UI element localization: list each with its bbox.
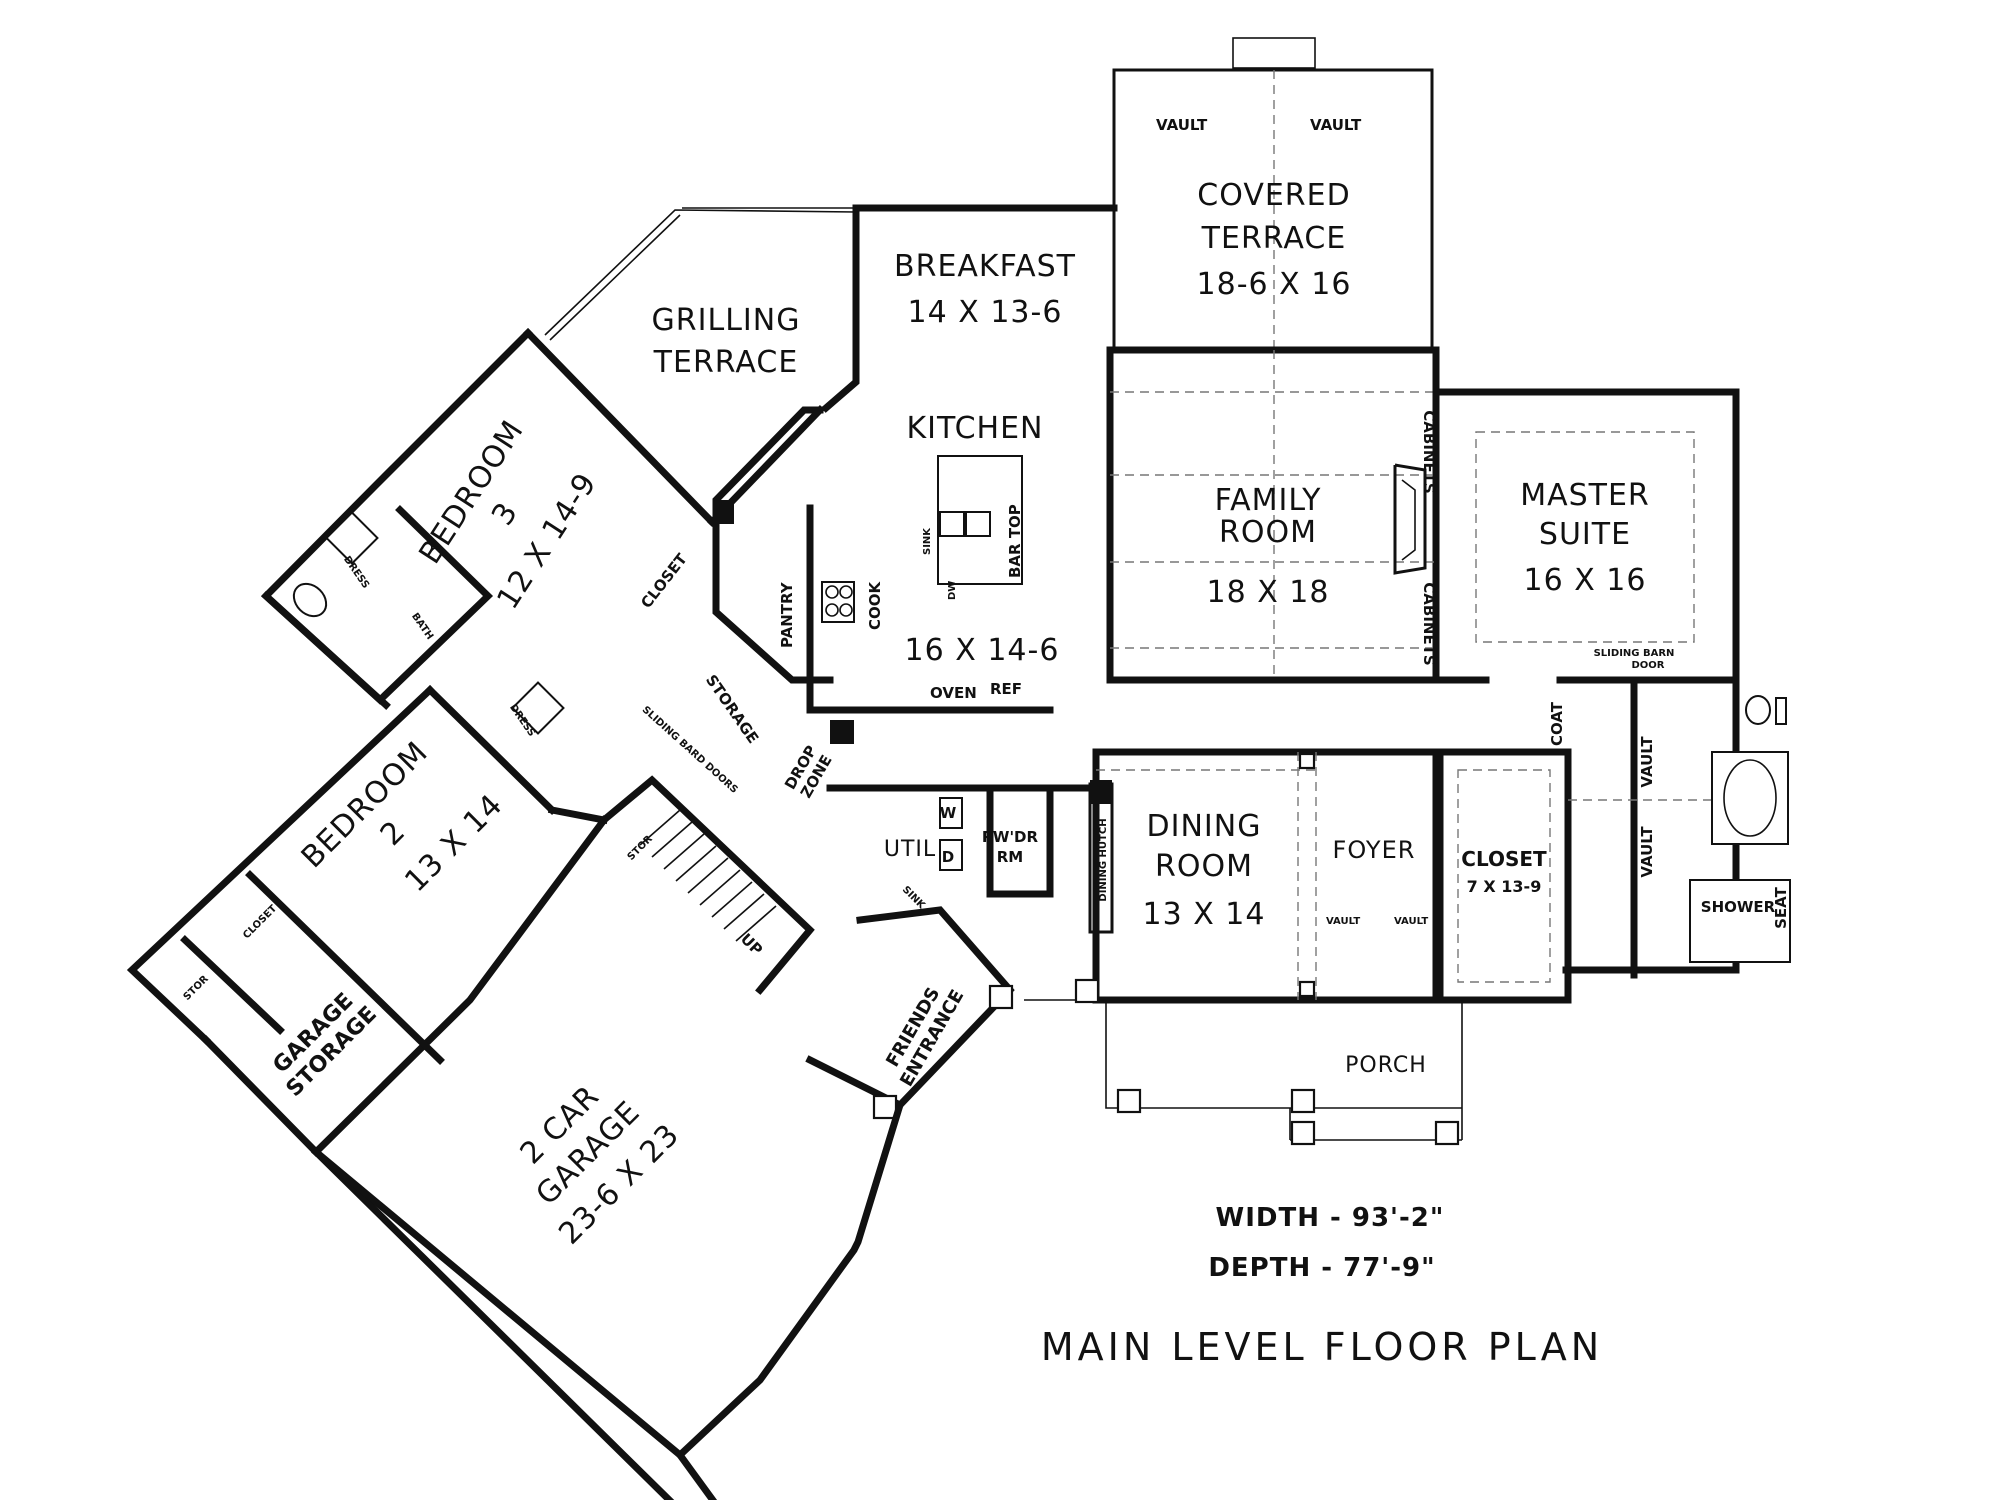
dining-name2: ROOM (1155, 849, 1253, 884)
util-name: UTIL (884, 837, 936, 862)
exterior-walls (126, 37, 1791, 1500)
oven-label: OVEN (930, 684, 977, 702)
breakfast-name: BREAKFAST (894, 249, 1076, 284)
washer-label: W (940, 804, 957, 822)
master-suite-name2: SUITE (1539, 517, 1631, 552)
stair-walls (599, 775, 815, 995)
cabinets-lower: CABINETS (1420, 582, 1438, 665)
dining-size: 13 X 14 (1143, 897, 1266, 932)
closet-b3-label: CLOSET (637, 550, 691, 612)
util-sink-label: SINK (900, 884, 928, 912)
shower (1689, 879, 1791, 963)
family-room-walls (1106, 346, 1440, 684)
dryer-label: D (942, 848, 954, 866)
master-suite-size: 16 X 16 (1524, 563, 1647, 598)
pantry-name: PANTRY (778, 581, 796, 648)
bedroom2-number: 2 (374, 814, 413, 853)
stair-treads (639, 809, 777, 942)
shared-bath-walls (261, 505, 494, 705)
family-room-name1: FAMILY (1215, 483, 1322, 518)
ref-label: REF (990, 680, 1022, 698)
util-powder-walls (826, 784, 1054, 898)
master-suite-walls (1432, 388, 1740, 684)
family-room-name2: ROOM (1219, 515, 1317, 550)
foyer-vault-right: VAULT (1394, 916, 1428, 927)
cabinets-upper: CABINETS (1420, 410, 1438, 493)
kitchen-counter-wall (806, 504, 1054, 714)
stair-up-label: UP (737, 930, 766, 959)
kitchen-dw-label: DW (947, 581, 958, 600)
coat-label: COAT (1548, 701, 1566, 746)
closet-b2-label: CLOSET (241, 903, 279, 941)
grilling-terrace-name2: TERRACE (653, 345, 799, 380)
dining-name1: DINING (1147, 809, 1262, 844)
covered-terrace-size: 18-6 X 16 (1197, 267, 1352, 302)
terrace-vault-left: VAULT (1156, 116, 1208, 134)
garage-walls (311, 1100, 905, 1460)
stair-stor-label: STOR (626, 833, 655, 862)
covered-terrace-name1: COVERED (1197, 178, 1350, 213)
powder-name1: PW'DR (982, 828, 1039, 846)
fireplace (1393, 463, 1427, 575)
stor-b2-label: STOR (182, 973, 211, 1002)
shower-label: SHOWER (1701, 898, 1776, 916)
bath-vault-upper: VAULT (1638, 736, 1656, 788)
bath-vault-lower: VAULT (1638, 826, 1656, 878)
master-suite-name1: MASTER (1520, 478, 1650, 513)
breakfast-size: 14 X 13-6 (908, 295, 1063, 330)
grilling-terrace-name1: GRILLING (652, 303, 801, 338)
covered-terrace-name2: TERRACE (1201, 221, 1347, 256)
bedroom2-size: 13 X 14 (398, 787, 510, 899)
room-labels: VAULT VAULT COVERED TERRACE 18-6 X 16 BR… (182, 116, 1790, 1252)
master-closet-name: CLOSET (1461, 847, 1547, 871)
bar-top-label: BAR TOP (1006, 504, 1024, 578)
bedroom3-size: 12 X 14-9 (490, 467, 604, 616)
bath-label: BATH (409, 611, 435, 642)
dining-foyer-walls (1092, 748, 1440, 1004)
seat-label: SEAT (1772, 886, 1790, 928)
title-block: WIDTH - 93'-2" DEPTH - 77'-9" MAIN LEVEL… (1041, 1203, 1603, 1369)
grilling-terrace-rail (544, 209, 857, 336)
bedroom3-number: 3 (485, 496, 525, 532)
kitchen-name: KITCHEN (907, 411, 1044, 446)
terrace-steps (1232, 37, 1316, 69)
kitchen-sink-label: SINK (922, 527, 933, 555)
plan-title: MAIN LEVEL FLOOR PLAN (1041, 1325, 1603, 1369)
kitchen-size: 16 X 14-6 (905, 633, 1060, 668)
powder-name2: RM (997, 848, 1023, 866)
bedroom2-outer-wall (126, 685, 435, 1045)
master-closet-walls (1436, 748, 1572, 1004)
storage-label: STORAGE (702, 671, 762, 746)
barn-door-label2: DOOR (1631, 660, 1664, 671)
foyer-name: FOYER (1333, 836, 1416, 864)
foyer-vault-left: VAULT (1326, 916, 1360, 927)
cook-label: COOK (866, 580, 884, 630)
master-toilet (1745, 695, 1771, 725)
width-text: WIDTH - 93'-2" (1216, 1203, 1445, 1233)
breakfast-wall (821, 204, 1118, 413)
dining-hutch-label: DINING HUTCH (1098, 818, 1109, 901)
porch-name: PORCH (1345, 1053, 1427, 1078)
barn-door-label1: SLIDING BARN (1594, 648, 1675, 659)
terrace-vault-right: VAULT (1310, 116, 1362, 134)
bedroom3-name: BEDROOM (412, 414, 530, 570)
family-room-size: 18 X 18 (1207, 575, 1330, 610)
master-closet-size: 7 X 13-9 (1467, 877, 1542, 896)
depth-text: DEPTH - 77'-9" (1208, 1253, 1435, 1283)
